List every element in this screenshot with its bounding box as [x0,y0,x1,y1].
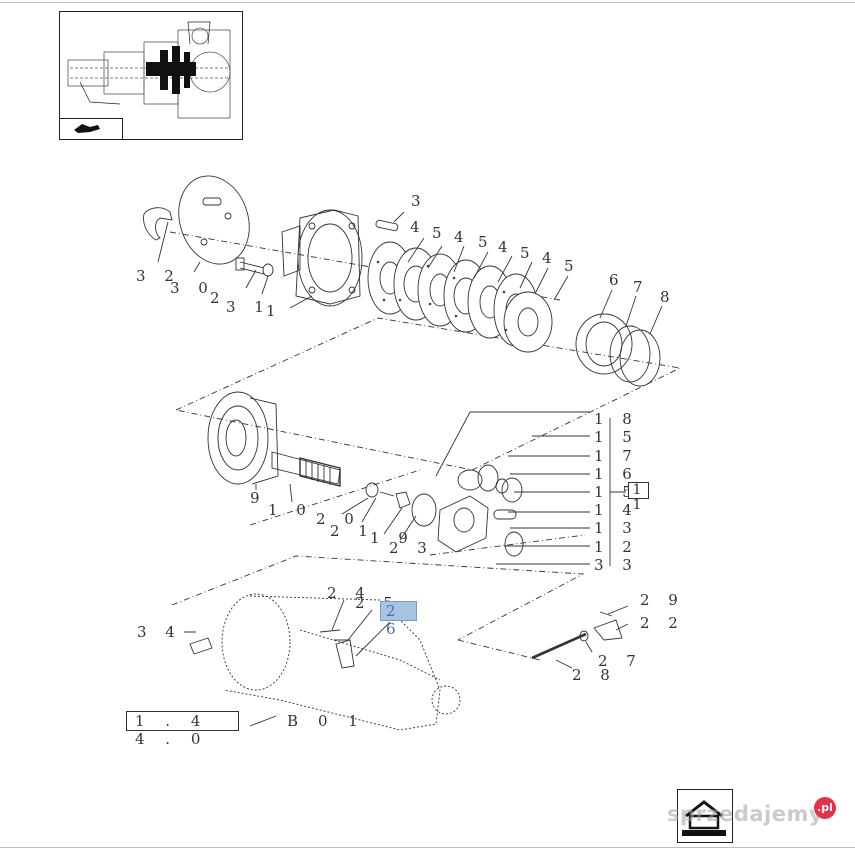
label-14[interactable]: 1 4 [594,501,639,519]
part-1-housing [281,209,363,307]
highlighted-part-26[interactable]: 2 6 [380,601,417,638]
dash-frame-lower [171,555,585,641]
label-16[interactable]: 1 6 [594,465,639,483]
part-20-washer [365,482,379,498]
part-23-circlip [411,493,437,527]
label-24[interactable]: 2 4 [327,584,372,602]
label-7[interactable]: 7 [633,278,650,296]
label-1[interactable]: 1 [266,302,283,320]
part-31-washer [262,263,274,277]
leader-bracket [435,411,626,566]
group-ref-box[interactable]: 1 1 [628,482,649,513]
part-34-key [189,637,213,655]
label-4b[interactable]: 4 [454,228,471,246]
part-21-bolt [379,491,395,497]
part-3-pin [375,219,399,232]
rear-axle-housing [221,593,461,731]
watermark-badge: .pl [814,797,836,819]
part-22-lever [593,619,623,641]
part-26-fork [335,639,355,669]
assembly-thumbnail[interactable] [59,11,243,140]
label-27[interactable]: 2 7 [598,652,643,670]
label-13[interactable]: 1 3 [594,519,639,537]
label-30[interactable]: 3 0 [170,279,215,297]
label-10[interactable]: 1 0 [268,501,313,519]
watermark-text: sprzedajemy [667,802,824,826]
label-12[interactable]: 1 2 [594,538,639,556]
part-10-pinion-shaft [271,451,341,487]
thumbnail-nav-button[interactable] [60,118,123,139]
part-6-piston [575,313,633,375]
label-5d[interactable]: 5 [564,257,581,275]
label-21[interactable]: 2 1 [330,522,375,540]
label-8[interactable]: 8 [660,288,677,306]
label-5b[interactable]: 5 [478,233,495,251]
label-18[interactable]: 1 8 [594,410,639,428]
pointing-hand-icon [74,124,100,133]
label-15a[interactable]: 1 5 [594,428,639,446]
label-32[interactable]: 3 2 [136,267,181,285]
house-book-icon [682,800,726,836]
label-31[interactable]: 3 1 [226,298,271,316]
reference-suffix-b: B [287,712,307,730]
label-34[interactable]: 3 4 [137,623,182,641]
label-4d[interactable]: 4 [542,249,559,267]
label-2[interactable]: 2 [210,289,227,307]
bottom-rule [0,847,855,848]
label-29[interactable]: 2 9 [640,591,685,609]
part-24-pin [319,629,350,641]
home-catalog-icon[interactable] [677,789,733,843]
label-28[interactable]: 2 8 [572,666,617,684]
label-22[interactable]: 2 2 [640,614,685,632]
label-15b[interactable]: 1 5 [594,483,639,501]
label-4a[interactable]: 4 [410,218,427,236]
label-20[interactable]: 2 0 [316,510,361,528]
part-29-pin [599,611,613,617]
top-rule [0,2,855,3]
part-7-ring [609,325,651,383]
reference-suffix-num: 0 1 [318,712,366,730]
label-19[interactable]: 1 9 [370,529,415,547]
label-5a[interactable]: 5 [432,224,449,242]
label-9[interactable]: 9 [250,489,267,507]
part-27-seal [579,630,589,642]
part-32-clip [143,207,173,241]
dash-frame-upper [174,317,682,471]
part-9-crown-wheel [207,391,279,485]
label-23[interactable]: 2 3 [389,539,434,557]
part-28-rod [531,632,587,660]
thumbnail-drawing-icon [67,21,231,119]
label-6[interactable]: 6 [609,271,626,289]
label-17[interactable]: 1 7 [594,447,639,465]
label-5c[interactable]: 5 [520,244,537,262]
label-33[interactable]: 3 3 [594,556,639,574]
label-4c[interactable]: 4 [498,238,515,256]
section-reference-code[interactable]: 1 . 4 4 . 0 [126,711,239,748]
diff-housing-group [437,464,524,557]
part-30-plate [178,175,250,265]
part-19-plate [395,491,411,509]
label-3[interactable]: 3 [411,192,428,210]
part-8-ring [619,329,661,387]
